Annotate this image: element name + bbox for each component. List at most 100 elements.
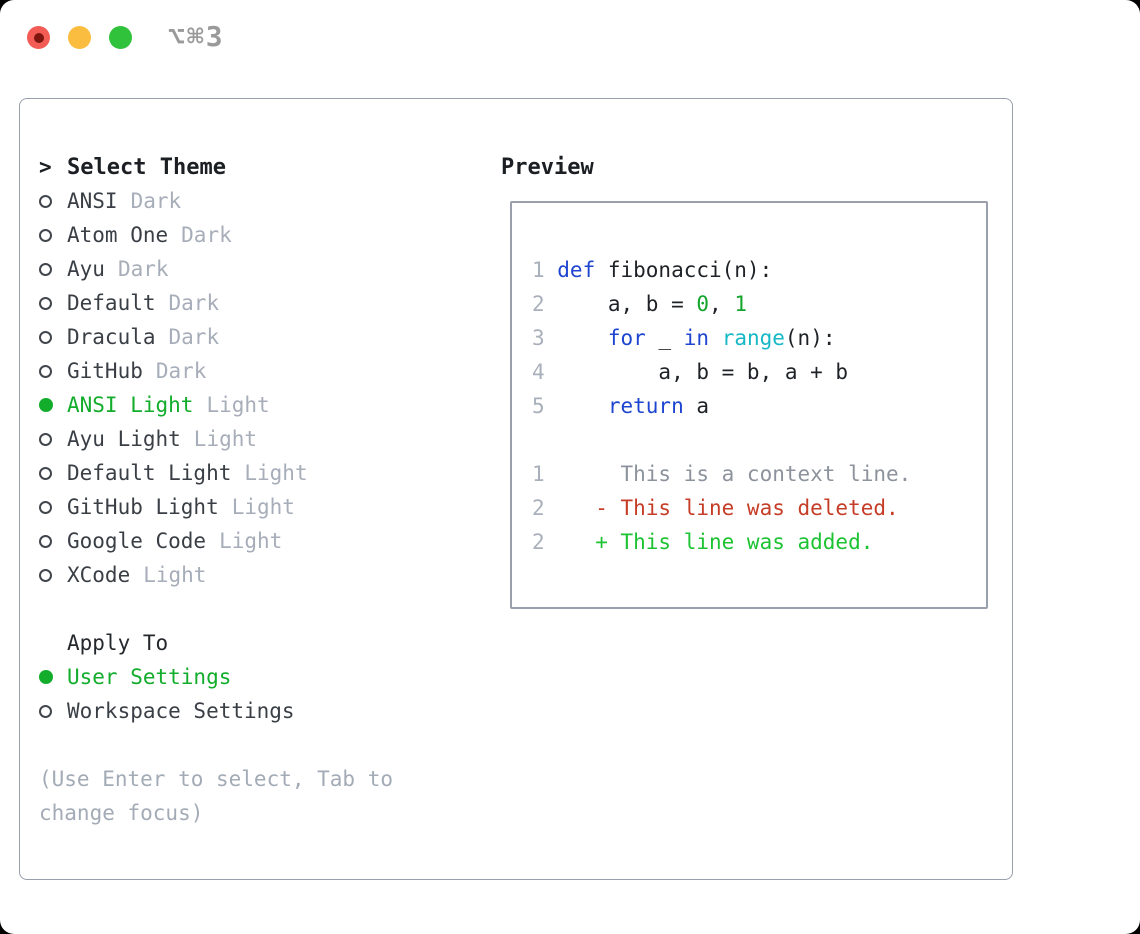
code-line: 2 a, b = 0, 1 (532, 287, 986, 321)
close-button[interactable] (27, 26, 50, 49)
radio-unselected-icon (39, 296, 67, 310)
theme-option[interactable]: ANSI Dark (39, 184, 479, 218)
line-number (532, 428, 557, 452)
zoom-button[interactable] (109, 26, 132, 49)
theme-picker-title: Select Theme (67, 154, 226, 180)
line-number: 2 (532, 292, 545, 316)
radio-unselected-icon (39, 534, 67, 548)
theme-option-label: Ayu Light (67, 427, 181, 451)
code-segment-builtin: range (721, 326, 785, 350)
theme-picker-header: > Select Theme (39, 150, 479, 184)
preview-title: Preview (501, 154, 594, 180)
radio-unselected-icon (39, 432, 67, 446)
theme-option-tag: Light (231, 495, 295, 519)
spacer (39, 592, 479, 626)
radio-unselected-icon (39, 500, 67, 514)
theme-option-label: Ayu (67, 257, 105, 281)
radio-unselected-icon (39, 330, 67, 344)
code-segment-kw: in (683, 326, 710, 350)
apply-option-label: Workspace Settings (67, 699, 295, 723)
code-segment-plain: a, b = (557, 292, 697, 316)
code-segment-num: 0 (696, 292, 710, 316)
theme-option-tag: Dark (181, 223, 232, 247)
radio-selected-icon (39, 670, 67, 684)
theme-option-label: Atom One (67, 223, 169, 247)
apply-option[interactable]: Workspace Settings (39, 694, 479, 728)
theme-option-tag: Light (219, 529, 283, 553)
line-number: 3 (532, 326, 545, 350)
code-line: 4 a, b = b, a + b (532, 355, 986, 389)
code-segment-kw: def (557, 258, 596, 282)
theme-option[interactable]: Ayu Dark (39, 252, 479, 286)
theme-option-label: ANSI (67, 189, 118, 213)
code-segment-context: This is a context line. (557, 462, 912, 486)
theme-option-tag: Light (193, 427, 258, 451)
apply-to-title: Apply To (67, 631, 169, 655)
radio-unselected-icon (39, 704, 67, 718)
theme-option-label: Dracula (67, 325, 156, 349)
traffic-lights (27, 26, 132, 49)
code-segment-plain (557, 326, 608, 350)
theme-option-label: GitHub (67, 359, 143, 383)
theme-option[interactable]: Ayu Light Light (39, 422, 479, 456)
code-segment-plain (557, 394, 608, 418)
keyboard-hint: (Use Enter to select, Tab to change focu… (39, 767, 394, 825)
theme-option-tag: Dark (155, 359, 207, 383)
apply-to-header: Apply To (39, 626, 479, 660)
radio-unselected-icon (39, 364, 67, 378)
titlebar: ⌥⌘3 (0, 0, 1140, 98)
theme-option[interactable]: GitHub Dark (39, 354, 479, 388)
radio-unselected-icon (39, 262, 67, 276)
theme-option-label: GitHub Light (67, 495, 219, 519)
theme-option[interactable]: Atom One Dark (39, 218, 479, 252)
code-segment-kw: for (607, 326, 646, 350)
code-segment-num: 1 (734, 292, 747, 316)
code-segment-plain (709, 326, 722, 350)
line-number: 2 (532, 496, 545, 520)
minimize-button[interactable] (68, 26, 91, 49)
line-number: 1 (532, 258, 545, 282)
theme-option-tag: Dark (130, 189, 182, 213)
theme-option[interactable]: Default Light Light (39, 456, 479, 490)
prompt-cursor: > (39, 155, 52, 179)
radio-unselected-icon (39, 228, 67, 242)
code-segment-plain: a (683, 394, 710, 418)
code-line: 3 for _ in range(n): (532, 321, 986, 355)
apply-option-label: User Settings (67, 665, 232, 689)
code-line: 2 - This line was deleted. (532, 491, 986, 525)
code-segment-plain: (n): (784, 326, 836, 350)
theme-option-label: Default (67, 291, 156, 315)
theme-option-tag: Dark (117, 257, 169, 281)
theme-option-tag: Light (206, 393, 270, 417)
apply-option[interactable]: User Settings (39, 660, 479, 694)
code-segment-plain: a, b = b, a + b (557, 360, 849, 384)
line-number: 2 (532, 530, 545, 554)
theme-option-label: Default Light (67, 461, 232, 485)
radio-selected-icon (39, 398, 67, 412)
radio-unselected-icon (39, 568, 67, 582)
theme-option-tag: Light (244, 461, 308, 485)
window-shortcut-label: ⌥⌘3 (168, 20, 225, 53)
theme-option[interactable]: GitHub Light Light (39, 490, 479, 524)
line-number: 1 (532, 462, 545, 486)
code-line: 2 + This line was added. (532, 525, 986, 559)
radio-unselected-icon (39, 194, 67, 208)
line-number: 5 (532, 394, 545, 418)
code-line (532, 423, 986, 457)
theme-option[interactable]: Default Dark (39, 286, 479, 320)
theme-option-tag: Dark (168, 291, 220, 315)
code-line: 1 This is a context line. (532, 457, 986, 491)
code-segment-plain: _ (645, 326, 684, 350)
